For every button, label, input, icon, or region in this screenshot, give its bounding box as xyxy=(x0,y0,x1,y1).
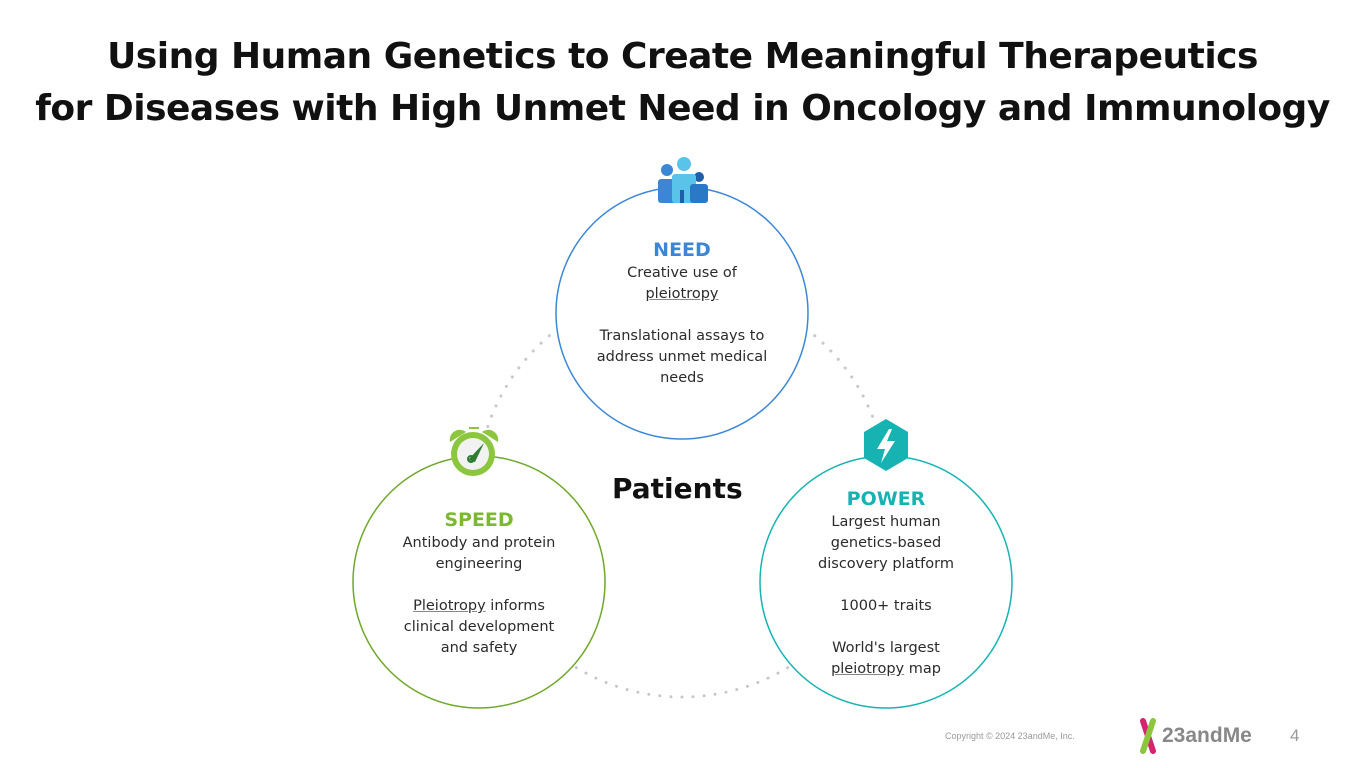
slide-title-line-2: for Diseases with High Unmet Need in Onc… xyxy=(35,88,1330,129)
power-line-1: Largest human genetics-based discovery p… xyxy=(818,514,954,572)
center-label: Patients xyxy=(612,472,743,505)
power-text: POWER Largest human genetics-based disco… xyxy=(786,486,986,680)
power-line-3c: map xyxy=(904,661,941,677)
chromosome-icon xyxy=(1140,718,1156,754)
logo-text: 23andMe xyxy=(1162,724,1252,747)
need-heading: NEED xyxy=(653,239,711,261)
need-text: NEED Creative use of pleiotropy Translat… xyxy=(582,237,782,389)
lightning-hexagon-icon xyxy=(864,419,908,471)
people-icon xyxy=(658,157,708,203)
pleiotropy-link: pleiotropy xyxy=(831,661,905,677)
need-line-2: Translational assays to address unmet me… xyxy=(596,328,768,386)
need-line-1: Creative use of xyxy=(627,265,737,281)
power-line-3a: World's largest xyxy=(832,640,940,656)
page-number: 4 xyxy=(1290,726,1300,745)
speed-line-2: informs clinical development and safety xyxy=(403,598,555,656)
power-line-2: 1000+ traits xyxy=(840,598,932,614)
speed-text: SPEED Antibody and protein engineering P… xyxy=(379,507,579,659)
power-heading: POWER xyxy=(846,488,926,510)
speed-heading: SPEED xyxy=(444,509,514,531)
alarm-clock-icon xyxy=(449,427,499,476)
speed-line-1: Antibody and protein engineering xyxy=(402,535,556,572)
pleiotropy-link: pleiotropy xyxy=(645,286,719,302)
copyright: Copyright © 2024 23andMe, Inc. xyxy=(945,731,1075,741)
pleiotropy-link: Pleiotropy xyxy=(413,598,486,614)
company-logo: 23andMe xyxy=(1138,718,1252,754)
slide-title-line-1: Using Human Genetics to Create Meaningfu… xyxy=(107,36,1258,77)
